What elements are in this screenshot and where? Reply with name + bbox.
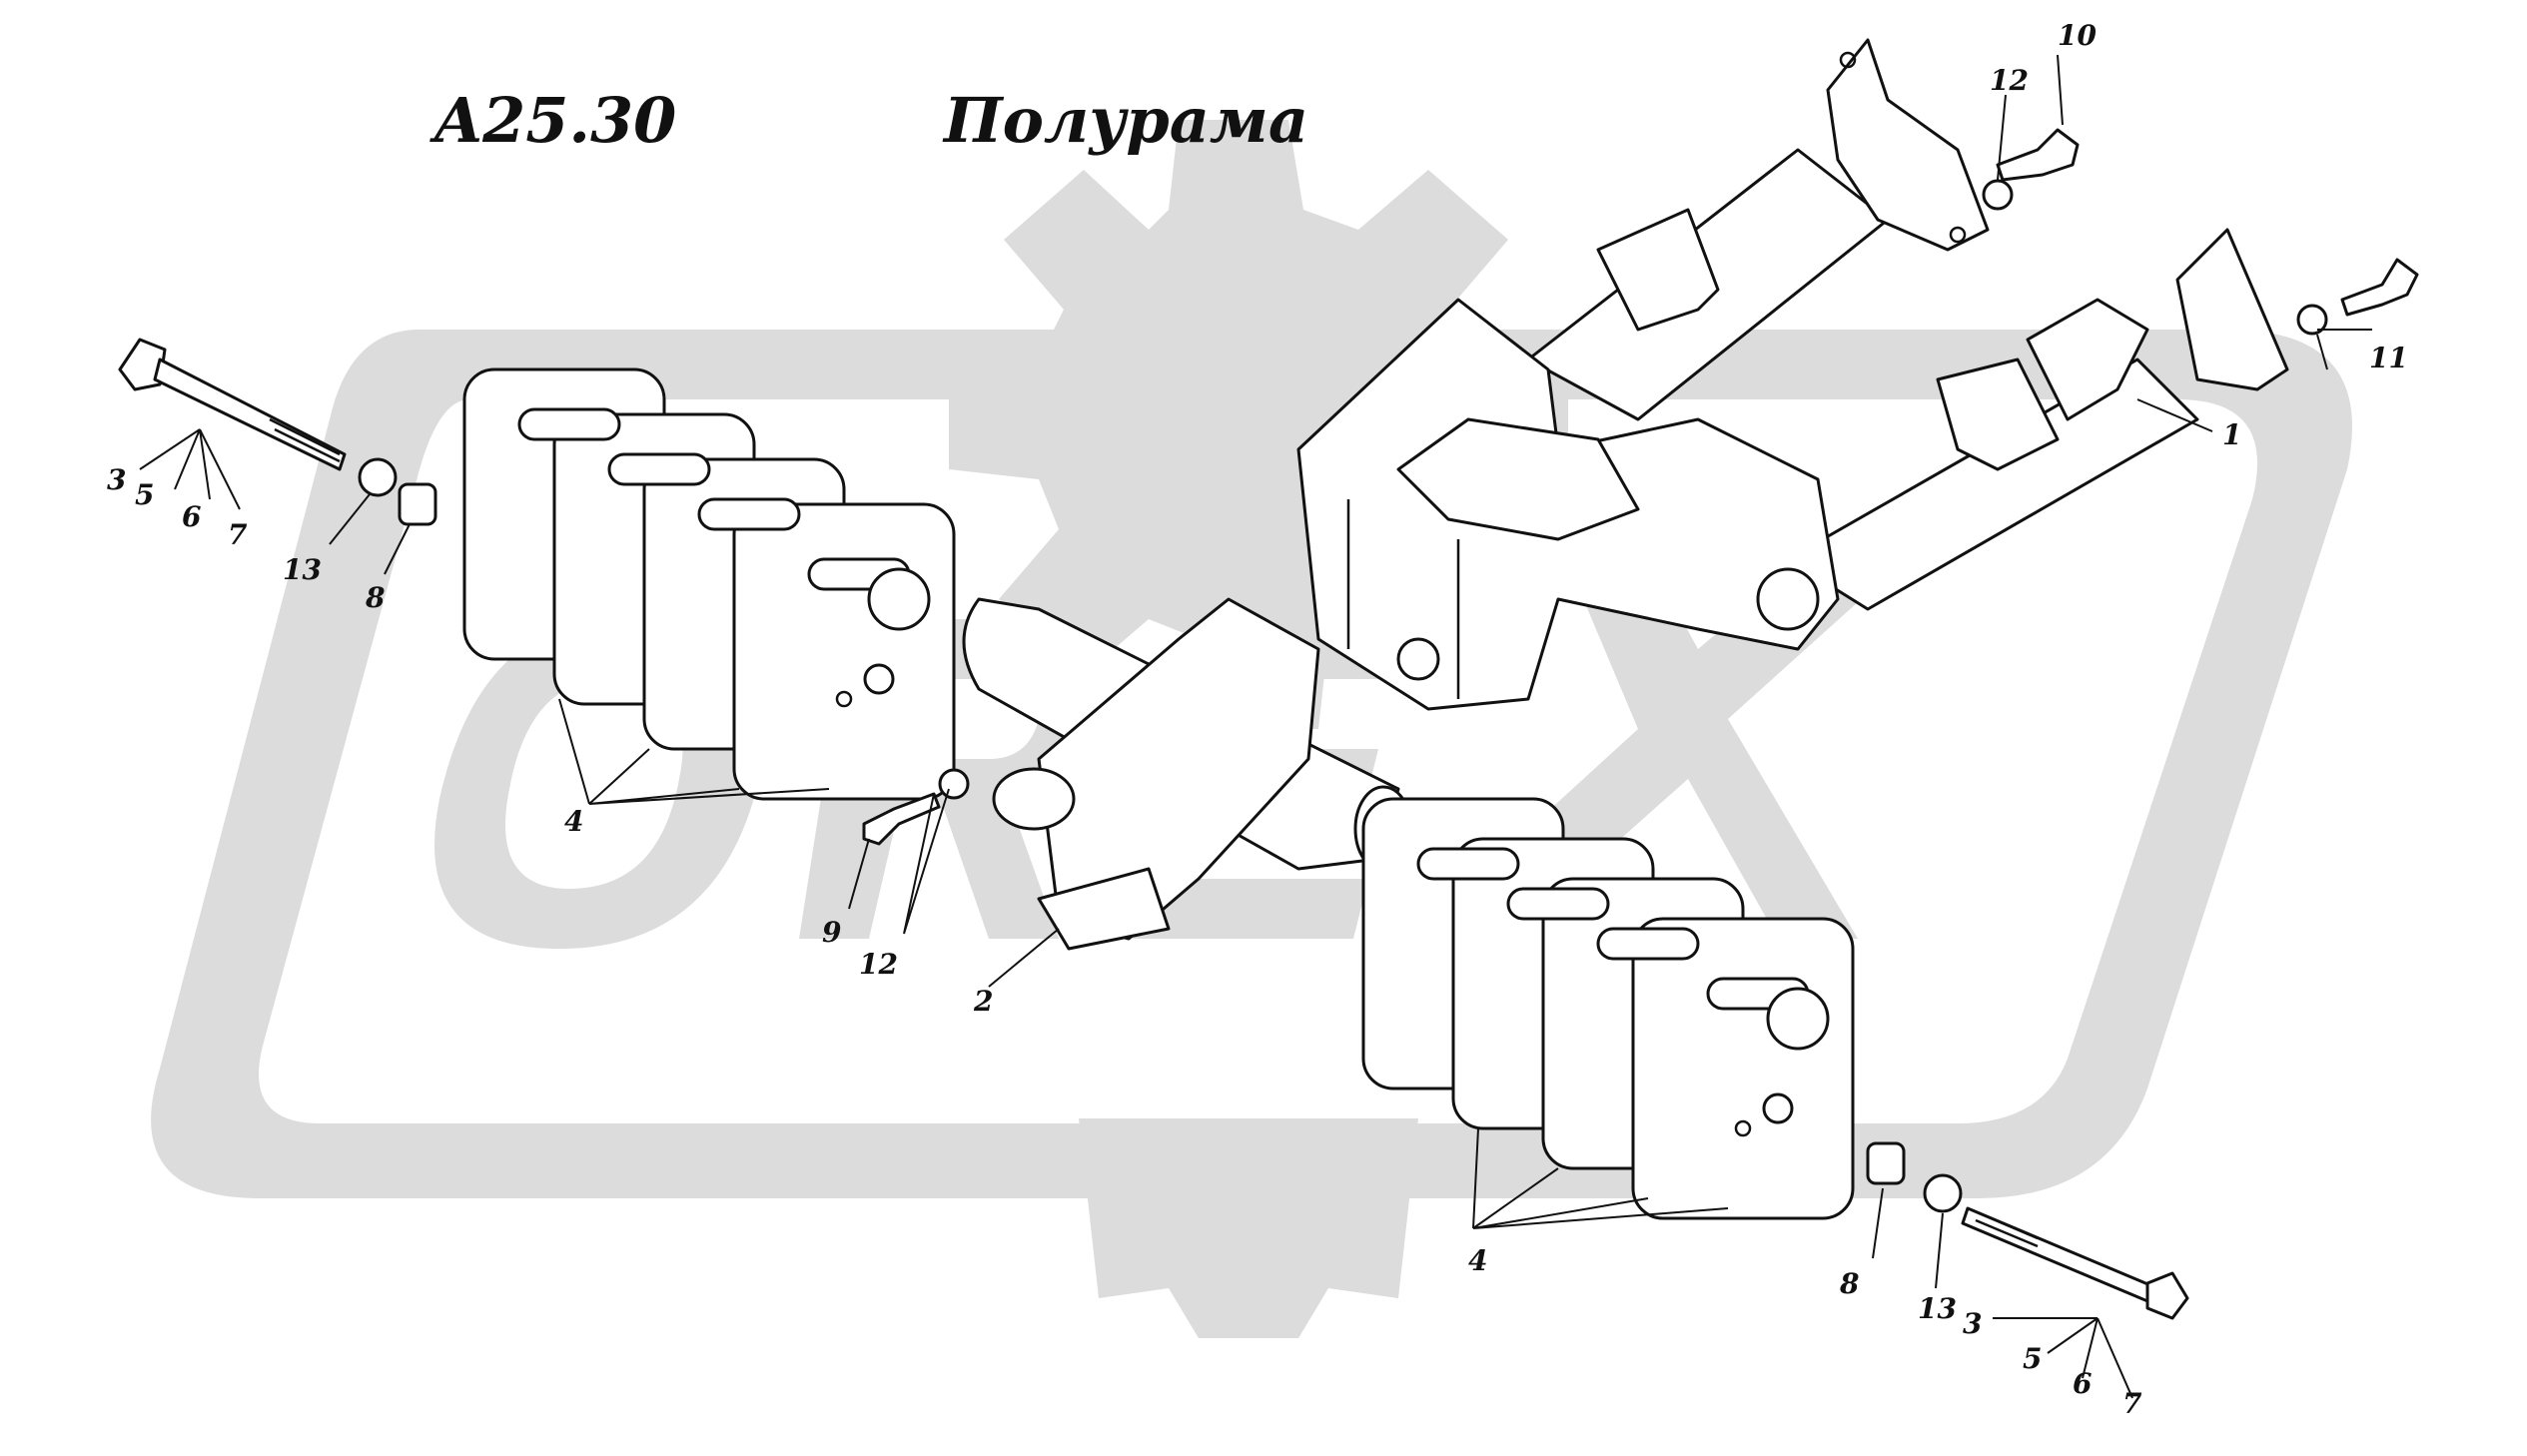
- washer-12-center: [938, 768, 970, 800]
- upper-flange: [1826, 38, 1990, 252]
- casting-foot: [1037, 867, 1171, 951]
- callout-12-center-a: 12: [859, 948, 898, 981]
- callout-5-right: 5: [2023, 1342, 2042, 1375]
- callout-11: 11: [2369, 342, 2408, 374]
- callout-13-right: 13: [1918, 1292, 1957, 1325]
- bolt-11: [2340, 258, 2419, 317]
- callout-10: 10: [2058, 19, 2097, 52]
- callout-1: 1: [2222, 418, 2241, 451]
- casting-part-2: [962, 597, 1413, 951]
- callouts: 1 2 3 5 6 7 13 8 4 9 12 12 10 12 11 4 4 …: [107, 19, 2408, 1420]
- lower-eye-bracket: [2026, 298, 2149, 421]
- watermark-frame: [151, 330, 2353, 1198]
- watermark-gear-lower: [1079, 1118, 1418, 1338]
- nut-8-left: [398, 482, 437, 526]
- callout-6-left: 6: [182, 500, 201, 533]
- upper-bracket: [1596, 208, 1720, 332]
- callout-6-right: 6: [2073, 1367, 2092, 1400]
- callout-9: 9: [822, 916, 841, 949]
- weights-left: [462, 367, 956, 801]
- pivot-hole: [1756, 567, 1820, 631]
- callout-12-upper: 12: [1990, 64, 2029, 97]
- callout-4-left: 4: [564, 805, 583, 838]
- callout-8-left: 8: [365, 581, 385, 614]
- lower-hole: [1396, 637, 1440, 681]
- callout-4-right: 4: [1468, 1244, 1487, 1277]
- callout-3-right: 3: [1963, 1307, 1982, 1340]
- callout-7-left: 7: [228, 518, 248, 551]
- half-frame-part-1: [1296, 38, 2289, 711]
- bolt-right: [1866, 1141, 2189, 1320]
- bolt-left: [118, 338, 437, 526]
- callout-7-right: 7: [2122, 1387, 2142, 1420]
- lower-bracket: [1936, 358, 2060, 471]
- lower-flange: [2175, 228, 2289, 391]
- weights-right: [1361, 797, 1855, 1220]
- diagram-code: A25.30: [434, 84, 677, 157]
- leader-lines: [139, 54, 2372, 1399]
- bolt-9: [862, 792, 941, 846]
- nut-8-right: [1866, 1141, 1906, 1185]
- washer-12-right: [2296, 304, 2328, 336]
- callout-8-right: 8: [1839, 1267, 1859, 1300]
- bolt-10: [1996, 128, 2080, 182]
- body-cutout: [1396, 417, 1640, 541]
- diagram-title: Полурама: [944, 84, 1309, 157]
- small-fasteners: [862, 128, 2419, 846]
- callout-2: 2: [973, 985, 993, 1018]
- washer-12-upper: [1982, 179, 2014, 211]
- callout-3-left: 3: [107, 463, 126, 496]
- casting-eye: [992, 767, 1076, 831]
- washer-13-right: [1923, 1173, 1963, 1213]
- callout-5-left: 5: [135, 478, 154, 511]
- callout-13-left: 13: [283, 553, 322, 586]
- washer-13-left: [358, 457, 398, 497]
